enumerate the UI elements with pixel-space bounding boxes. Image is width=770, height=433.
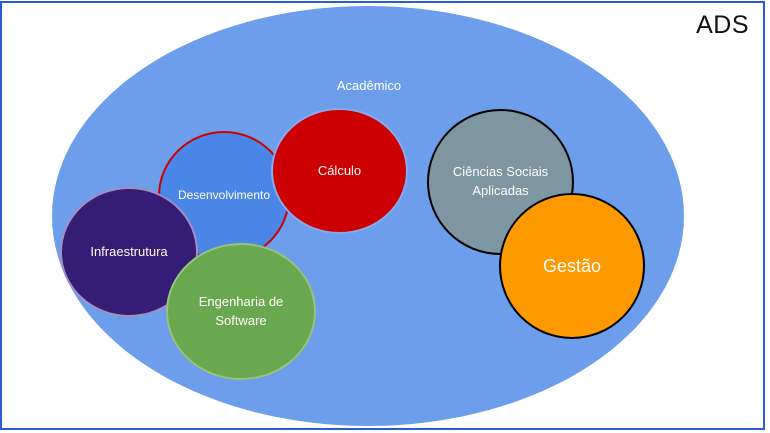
set-ciencias-sociais-aplicadas-label: Ciências Sociais Aplicadas bbox=[452, 164, 549, 198]
set-calculo-label: Cálculo bbox=[317, 162, 362, 178]
set-calculo: Cálculo bbox=[271, 108, 408, 234]
set-engenharia-de-software-label: Engenharia de Software bbox=[198, 293, 284, 328]
set-infraestrutura-label: Infraestrutura bbox=[90, 243, 168, 259]
diagram-title: ADS bbox=[696, 11, 749, 39]
set-gestao-label: Gestão bbox=[542, 255, 602, 276]
set-gestao: Gestão bbox=[499, 193, 645, 339]
set-engenharia-de-software: Engenharia de Software bbox=[166, 243, 316, 380]
set-academico-label: Acadêmico bbox=[336, 78, 402, 93]
set-desenvolvimento-label: Desenvolvimento bbox=[177, 188, 271, 203]
